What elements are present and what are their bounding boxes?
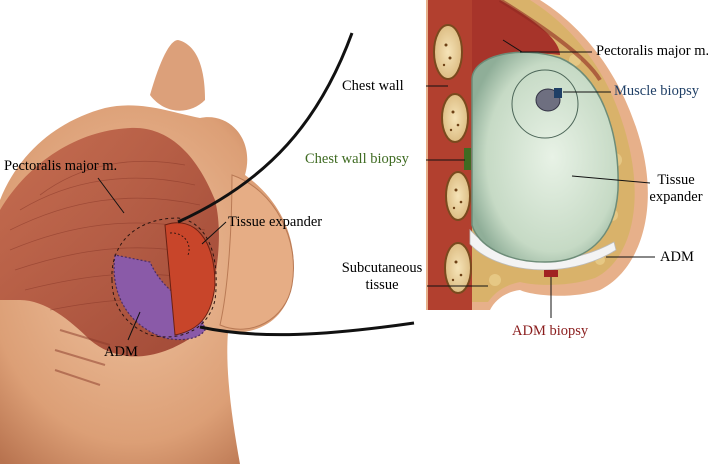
label-tissue: Tissue [657, 172, 695, 188]
torso-illustration [0, 40, 294, 464]
label-muscle-biopsy: Muscle biopsy [614, 83, 699, 99]
label-subcutaneous-tissue: Subcutaneous tissue [337, 260, 427, 294]
chest-wall-biopsy-marker [464, 148, 471, 170]
label-subcutaneous: Subcutaneous [341, 260, 423, 276]
label-expander: expander [649, 189, 703, 205]
rib-marrow [442, 43, 463, 282]
label-adm-right: ADM [660, 249, 694, 265]
callout-curve-top [177, 32, 354, 224]
label-chest-wall-biopsy: Chest wall biopsy [305, 151, 409, 167]
right-breast [219, 174, 294, 330]
label-pectoralis-right: Pectoralis major m. [596, 43, 708, 59]
serratus [54, 329, 111, 386]
muscle-biopsy-marker [554, 88, 562, 98]
adm-biopsy-marker [544, 270, 558, 277]
label-pectoralis-left: Pectoralis major m. [4, 158, 118, 174]
ribs [433, 24, 472, 294]
callout-curve-bottom [199, 321, 415, 337]
label-chest-wall: Chest wall [342, 78, 404, 94]
label-adm-left: ADM [104, 344, 138, 360]
label-tissue-expander-right: Tissue expander [646, 172, 706, 206]
label-tissue-sub: tissue [365, 277, 399, 293]
expander-outline [111, 217, 217, 338]
neck [150, 40, 205, 111]
tissue-expander-front [164, 222, 216, 336]
expander-port-ring [511, 69, 579, 139]
cross-section [426, 0, 655, 318]
label-adm-biopsy: ADM biopsy [512, 323, 589, 339]
label-tissue-expander-left: Tissue expander [228, 214, 323, 230]
